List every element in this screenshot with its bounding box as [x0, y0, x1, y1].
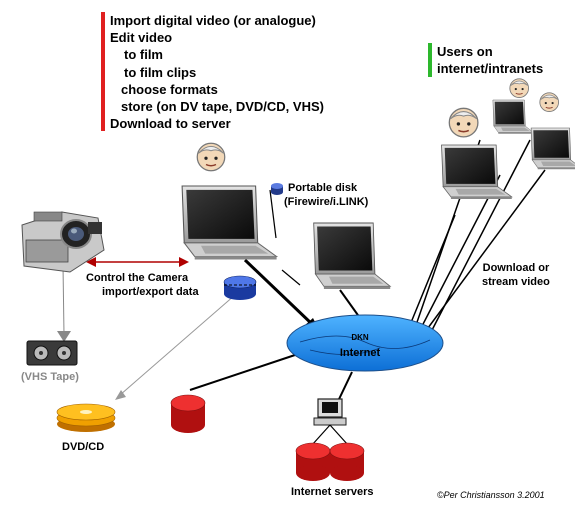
portable-disk-icon [271, 183, 283, 195]
internet-network-ellipse [286, 314, 444, 372]
network-label-top: DKN [351, 333, 369, 342]
step-download: Download to server [110, 116, 231, 132]
main-laptop-icon [181, 185, 278, 261]
web-user-face-1-icon [448, 107, 479, 138]
internet-server-disk-2-icon [329, 442, 365, 482]
users-label-line-1: Users on [437, 44, 493, 59]
control-camera-label-line-1: Control the Camera [86, 272, 189, 284]
dvd-cd-label: DVD/CD [62, 441, 105, 453]
editor-user-face-icon [196, 142, 226, 172]
web-user-face-2-icon [509, 78, 530, 99]
terminal-icon [311, 398, 349, 446]
camcorder-icon [21, 211, 105, 273]
workflow-steps: Import digital video (or analogue) Edit … [110, 12, 324, 132]
vhs-tape-icon [26, 340, 78, 366]
download-stream-label-line-2: stream video [482, 276, 550, 288]
web-user-face-3-icon [539, 92, 560, 113]
control-camera-label: Control the Camera import/export data [86, 271, 199, 299]
users-green-bar [428, 43, 432, 77]
step-store: store (on DV tape, DVD/CD, VHS) [121, 98, 324, 114]
portable-disk-label-line-1: Portable disk [288, 182, 358, 194]
step-to-film-clips: to film clips [124, 64, 197, 80]
copyright-label: ©Per Christiansson 3.2001 [437, 490, 545, 500]
server-disk-left-icon [170, 394, 206, 434]
local-disk-icon [223, 275, 257, 300]
download-stream-label-line-1: Download or [482, 262, 550, 274]
step-edit: Edit video [110, 30, 173, 46]
dvd-disc-icon [56, 403, 116, 432]
users-label: Users on internet/intranets [437, 43, 543, 77]
steps-red-bar [101, 12, 105, 131]
user-laptop-1-icon [441, 144, 513, 200]
portable-disk-label-line-2: (Firewire/i.LINK) [284, 196, 369, 208]
network-label-bottom: Internet [340, 347, 381, 359]
control-camera-label-line-2: import/export data [102, 286, 199, 298]
users-label-line-2: internet/intranets [437, 61, 544, 76]
portable-disk-label: Portable disk (Firewire/i.LINK) [284, 181, 368, 209]
user-laptop-2-icon [492, 99, 534, 134]
internet-server-disk-1-icon [295, 442, 331, 482]
download-stream-label: Download or stream video [482, 261, 550, 289]
step-import: Import digital video (or analogue) [110, 13, 316, 28]
internet-servers-label: Internet servers [291, 486, 374, 498]
vhs-tape-label: (VHS Tape) [21, 371, 79, 383]
user-laptop-3-icon [530, 127, 575, 170]
step-choose-formats: choose formats [121, 81, 218, 97]
step-to-film: to film [124, 47, 163, 63]
second-laptop-icon [313, 222, 391, 290]
